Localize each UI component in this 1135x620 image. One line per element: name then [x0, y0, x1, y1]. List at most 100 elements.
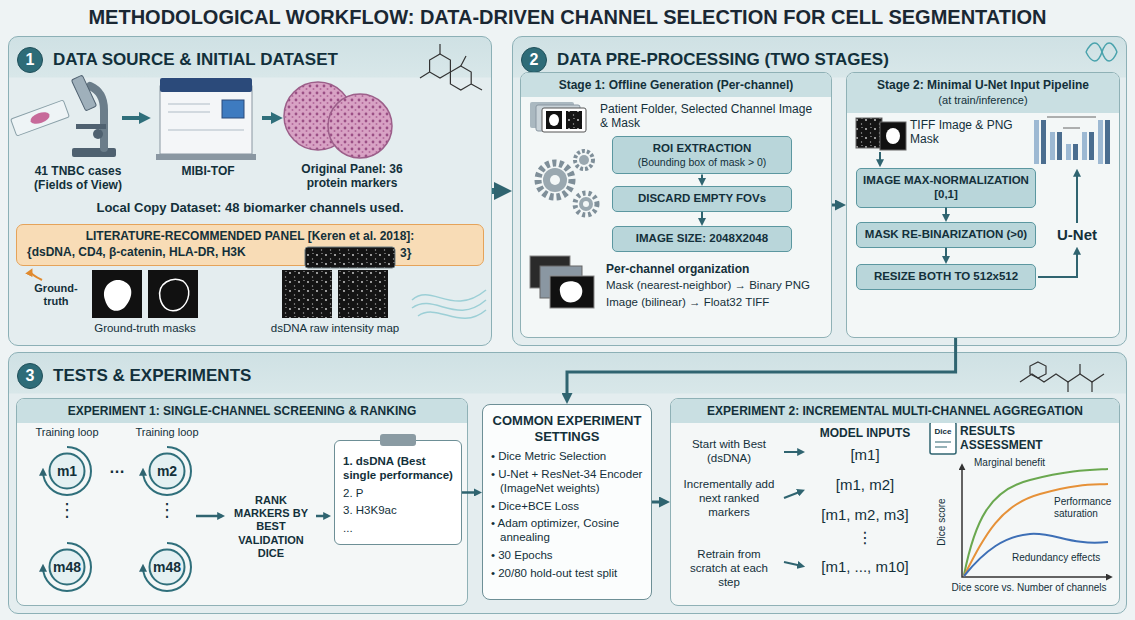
unet-icon [1066, 144, 1071, 160]
input-images-icon [856, 118, 882, 148]
dsdna-intensity-images [282, 247, 395, 318]
label-box: Training loop [20, 426, 114, 439]
annotation-label: ⋮ [808, 528, 922, 547]
input-images-icon [886, 128, 900, 144]
tissue-sample [328, 94, 392, 158]
flow-arrow [652, 501, 663, 504]
training-loop-arrows [43, 447, 191, 591]
settings-box-text: • Dice Metric Selection [491, 450, 643, 464]
patient-folder-icon [542, 108, 586, 132]
gears-icon [538, 151, 597, 215]
annotation-label: [m1, ..., m10] [808, 558, 922, 576]
marker-loop-circle: m48 [48, 548, 86, 586]
section-panel-text: DATA SOURCE & INITIAL DATASET [9, 37, 491, 70]
annotation-label: [m1] [808, 446, 922, 464]
unet-icon [1050, 132, 1055, 160]
annotation-label: Marginal benefit [972, 457, 1047, 469]
label-box: Ground-truth masks [80, 322, 210, 336]
marker-loop-circle: m48 [148, 548, 186, 586]
label-box: Ground-truth [30, 282, 82, 308]
dsdna-intensity-images [282, 270, 332, 318]
per-channel-icon [530, 256, 594, 308]
label-box: [m1] [808, 446, 922, 464]
label-box: ⋮ [55, 500, 79, 522]
input-arrows [784, 562, 802, 566]
dice-chart [962, 466, 1110, 577]
label-box: Marginal benefit [972, 457, 1052, 469]
annotation-label: 3} [400, 246, 430, 260]
settings-box-text: COMMON EXPERIMENT SETTINGS [491, 413, 643, 444]
ground-truth-mask-images [148, 270, 198, 318]
annotation-label: Ground-truth [30, 282, 82, 308]
experiment-box-text: EXPERIMENT 2: INCREMENTAL MULTI-CHANNEL … [671, 399, 1119, 423]
annotation-label: [m1, m2, m3] [808, 506, 922, 524]
settings-box-text: • Dice+BCE Loss [491, 500, 643, 514]
label-box: Local Copy Dataset: 48 biomarker channel… [20, 200, 480, 216]
flow-arrow [701, 212, 703, 221]
input-arrows [784, 451, 802, 453]
training-loop-arrows [43, 447, 91, 495]
annotation-label: Local Copy Dataset: 48 biomarker channel… [20, 200, 480, 216]
dna-icon [1086, 43, 1117, 61]
label-box: MIBI-TOF [158, 164, 258, 178]
annotation-label: ⋮ [55, 500, 79, 522]
flow-arrow-icon [1076, 172, 1078, 223]
ground-truth-mask-images [92, 270, 198, 318]
annotation-label: MODEL INPUTS [808, 426, 922, 440]
flow-arrow [492, 188, 501, 194]
unet-icon [1034, 120, 1039, 164]
label-box: TIFF Image & PNG Mask [910, 118, 1022, 147]
marker-loop-circle: m2 [148, 452, 186, 490]
annotation-label: TIFF Image & PNG Mask [910, 118, 1022, 147]
section-panel-text: TESTS & EXPERIMENTS [9, 353, 1126, 386]
flow-arrow [701, 174, 703, 181]
label-box: RANK MARKERS BY BEST VALIDATION DICE [228, 494, 314, 560]
process-box-text: RESIZE BOTH TO 512x512 [863, 270, 1029, 284]
gears-icon [583, 201, 589, 207]
label-box: U-Net [1042, 226, 1112, 244]
unet-icon [1073, 144, 1078, 160]
label-box: Dice score vs. Number of channels [940, 582, 1118, 594]
unet-icon [1089, 132, 1094, 160]
dsdna-intensity-images [305, 247, 395, 268]
annotation-label: Mask (nearest-neighbor) → Binary PNG [606, 279, 828, 293]
dice-chart [964, 469, 1108, 575]
annotation-label: U-Net [1042, 226, 1112, 244]
ranking-clipboard-text: ... [343, 522, 453, 536]
marker-loop-circle-text: m48 [148, 548, 186, 586]
per-channel-icon [560, 281, 583, 302]
label-box: Retrain from scratch at each step [678, 548, 780, 589]
mibi-tof-machine [156, 78, 256, 160]
process-box: RESIZE BOTH TO 512x512 [856, 264, 1036, 290]
process-box: DISCARD EMPTY FOVs [612, 186, 792, 212]
annotation-label: … [92, 458, 142, 477]
input-images-icon [880, 122, 906, 150]
microscope-icon [93, 129, 103, 139]
label-box: Per-channel organization [606, 262, 826, 276]
flow-arrow-icon [122, 116, 146, 120]
label-box: [m1, ..., m10] [808, 558, 922, 576]
annotation-label: Dice [930, 427, 956, 437]
recommended-panel-band-text: LITERATURE-RECOMMENDED PANEL [Keren et a… [27, 229, 473, 243]
molecule-icon [1020, 362, 1104, 392]
clipboard-clip [380, 434, 416, 446]
input-arrows [784, 491, 802, 498]
label-box: Performance saturation [1052, 496, 1116, 520]
mibi-tof-machine [168, 104, 210, 105]
settings-box-text: • Adam optimizer, Cosine annealing [491, 517, 643, 545]
label-box: Incrementally add next ranked markers [678, 478, 780, 519]
section-panel-text: DATA PRE-PROCESSING (TWO STAGES) [513, 37, 1126, 70]
training-loop-arrows [143, 543, 191, 591]
settings-box-text: • 20/80 hold-out test split [491, 567, 643, 581]
patient-folder-icon [546, 111, 562, 129]
gears-icon [579, 155, 589, 165]
patient-folder-icon [566, 111, 582, 129]
annotation-label: MIBI-TOF [158, 164, 258, 178]
slide-icon [11, 100, 70, 136]
label-box: 41 TNBC cases (Fields of View) [18, 164, 138, 193]
unet-icon [1034, 117, 1110, 164]
flow-arrow-icon [262, 116, 278, 120]
unet-icon [1041, 120, 1046, 164]
annotation-label: 41 TNBC cases (Fields of View) [18, 164, 138, 193]
step-number-badge: 3 [16, 362, 44, 390]
